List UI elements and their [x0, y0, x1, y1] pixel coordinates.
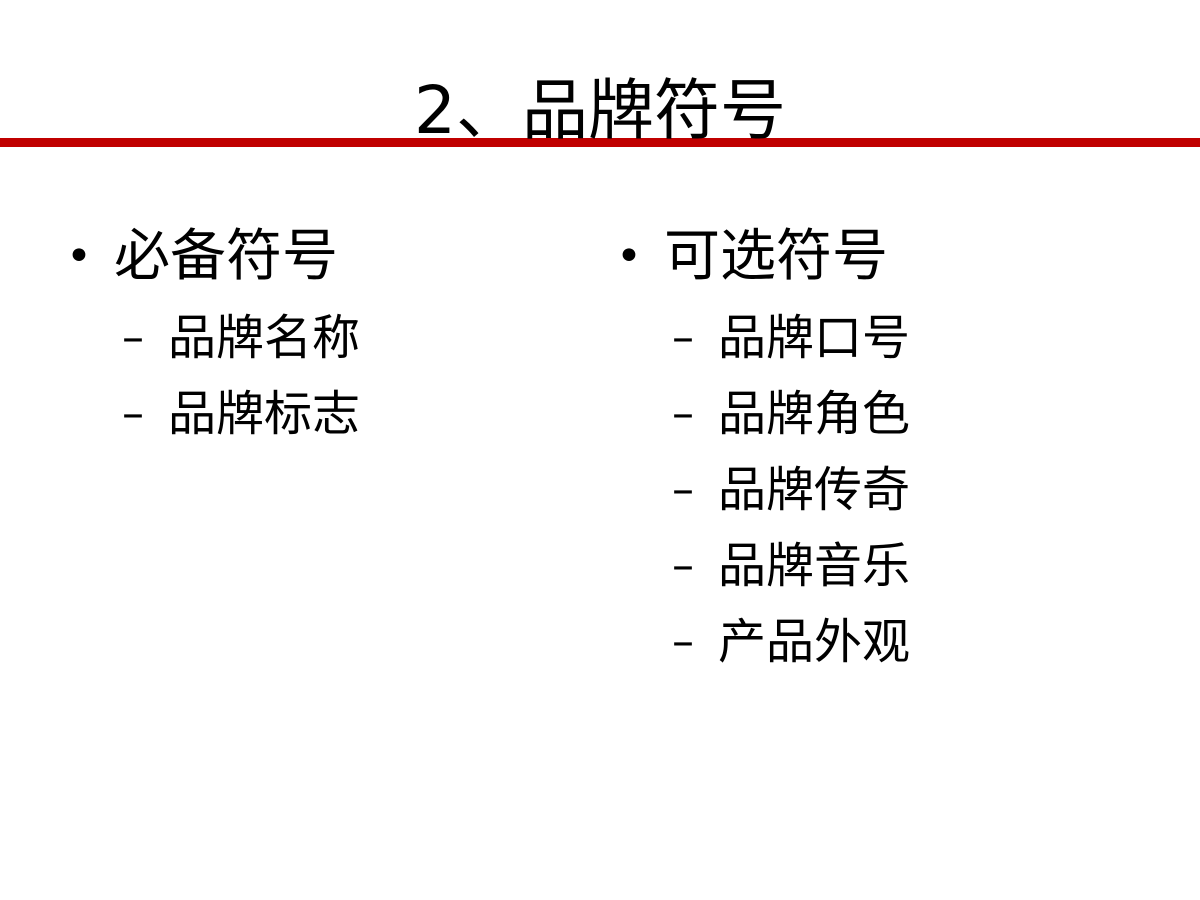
sub-item: – 品牌标志 [62, 376, 602, 452]
title-underline-rule [0, 138, 1200, 147]
dash-icon: – [672, 540, 694, 591]
bullet-item-required: • 必备符号 [62, 222, 602, 292]
sub-item: – 品牌口号 [612, 300, 1152, 376]
sub-item: – 产品外观 [612, 604, 1152, 680]
slide-title: 2、品牌符号 [414, 72, 786, 149]
dash-icon: – [672, 616, 694, 667]
sub-item-label: 品牌传奇 [718, 462, 911, 518]
right-column: • 可选符号 – 品牌口号 – 品牌角色 – 品牌传奇 – 品牌音乐 – 产品外… [612, 222, 1152, 680]
sub-item-label: 品牌角色 [718, 386, 911, 442]
dash-icon: – [672, 464, 694, 515]
sub-item: – 品牌名称 [62, 300, 602, 376]
bullet-icon: • [616, 231, 642, 282]
sub-item: – 品牌音乐 [612, 528, 1152, 604]
bullet-heading: 必备符号 [114, 224, 338, 289]
sub-item-label: 品牌标志 [168, 386, 361, 442]
sub-item: – 品牌传奇 [612, 452, 1152, 528]
sub-item-label: 品牌口号 [718, 310, 911, 366]
sub-item-label: 品牌名称 [168, 310, 361, 366]
sub-list-optional: – 品牌口号 – 品牌角色 – 品牌传奇 – 品牌音乐 – 产品外观 [612, 300, 1152, 680]
sub-item-label: 产品外观 [718, 614, 911, 670]
dash-icon: – [122, 312, 144, 363]
bullet-item-optional: • 可选符号 [612, 222, 1152, 292]
sub-list-required: – 品牌名称 – 品牌标志 [62, 300, 602, 452]
dash-icon: – [672, 312, 694, 363]
bullet-icon: • [66, 231, 92, 282]
bullet-heading: 可选符号 [664, 224, 888, 289]
dash-icon: – [122, 388, 144, 439]
left-column: • 必备符号 – 品牌名称 – 品牌标志 [62, 222, 602, 452]
dash-icon: – [672, 388, 694, 439]
sub-item: – 品牌角色 [612, 376, 1152, 452]
sub-item-label: 品牌音乐 [718, 538, 911, 594]
